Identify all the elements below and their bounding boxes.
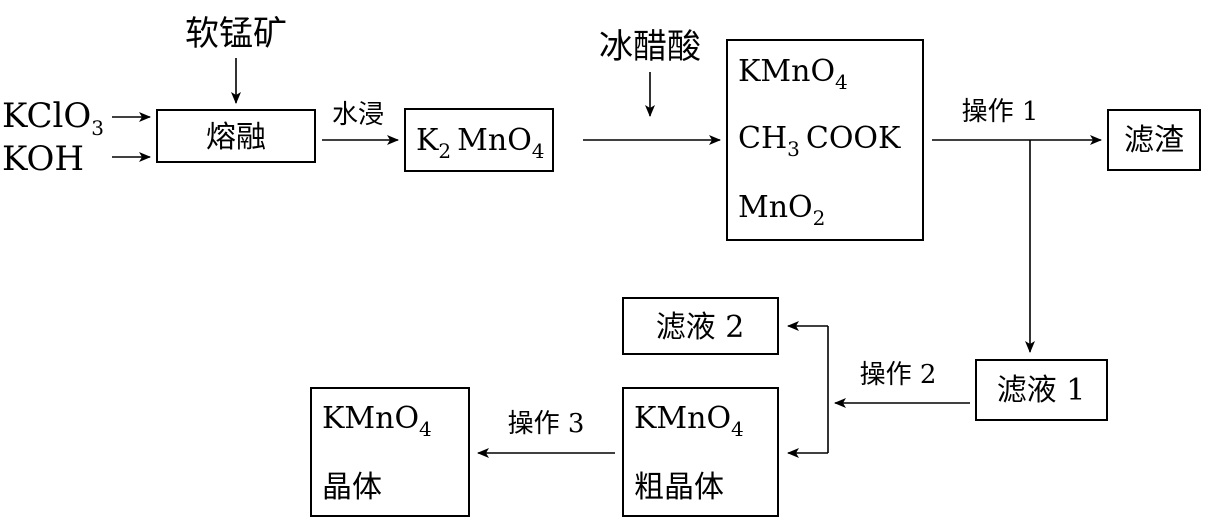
op2-label: 操作 2: [860, 360, 937, 390]
product-kmno4: KMnO4: [322, 401, 432, 441]
mixture-mno2: MnO2: [738, 190, 825, 230]
op3-label: 操作 3: [508, 409, 585, 439]
ore-label: 软锰矿: [185, 14, 287, 54]
fusion-box: [156, 109, 316, 163]
fusion-label: 熔融: [206, 120, 266, 155]
input-kclo3: KClO3: [2, 96, 104, 140]
mixture-box: [726, 39, 924, 241]
k2mno4-box: [404, 108, 554, 172]
input-koh: KOH: [2, 139, 84, 179]
residue-label: 滤渣: [1124, 123, 1184, 158]
mixture-kmno4: KMnO4: [738, 54, 848, 94]
residue-box: [1107, 109, 1201, 171]
crude-kmno4: KMnO4: [634, 401, 744, 441]
filtrate1-label: 滤液 1: [997, 373, 1086, 408]
op1-label: 操作 1: [962, 97, 1039, 127]
product-box: [310, 387, 470, 517]
crude-label: 粗晶体: [634, 470, 724, 505]
crude-box: [622, 387, 779, 517]
filtrate2-label: 滤液 2: [656, 310, 745, 345]
acid-label: 冰醋酸: [599, 27, 701, 67]
water-leach-label: 水浸: [332, 100, 384, 130]
filtrate1-box: [975, 359, 1108, 421]
filtrate2-box: [622, 297, 779, 355]
product-label: 晶体: [322, 470, 382, 505]
